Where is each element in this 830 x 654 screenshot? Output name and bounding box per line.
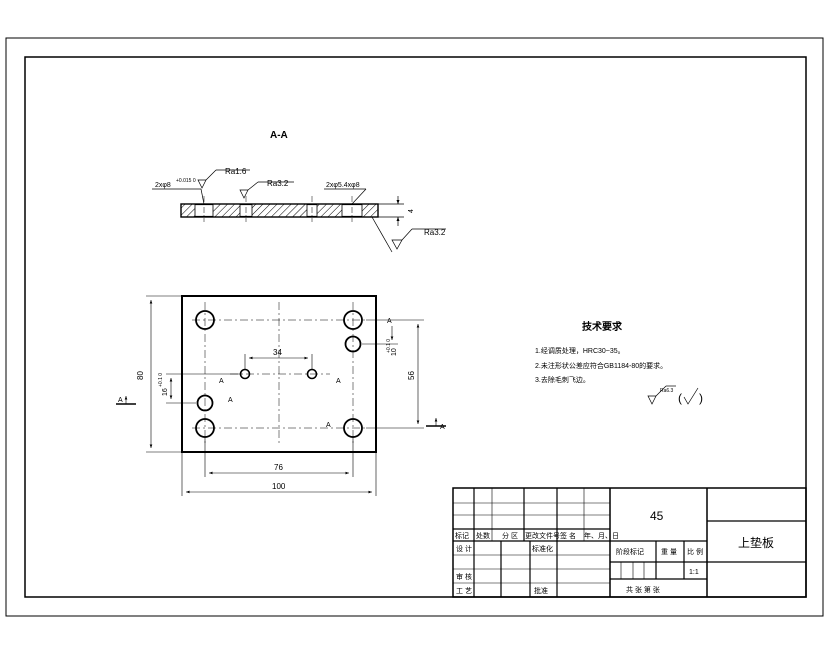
tech-line-2: 2.未注形状公差应符合GB1184-80的要求。 [535, 361, 667, 370]
tb-sheets-label: 共 张 第 张 [626, 585, 660, 594]
svg-text:): ) [699, 391, 703, 405]
hole-pin-right [344, 335, 362, 353]
hole-large-dim: 2xφ5.4xφ8 [326, 182, 360, 189]
general-roughness-label: Ra6.3 [660, 388, 674, 394]
width-total-dim: 100 [272, 482, 286, 491]
tb-approve: 批准 [534, 586, 548, 595]
thickness-dim: 4 [408, 209, 415, 213]
tb-hdr-count: 处数 [476, 531, 490, 540]
section-annotations [152, 169, 446, 253]
plan-dimensions [116, 295, 446, 496]
tb-hdr-sign: 签 名 [560, 531, 576, 540]
tb-material: 45 [650, 509, 664, 523]
tb-hdr-date: 年、月、日 [584, 531, 619, 540]
tb-hdr-doc: 更改文件号 [525, 531, 560, 540]
tb-standard: 标准化 [532, 544, 553, 553]
roughness-ra16: Ra1.6 [225, 167, 247, 176]
roughness-ra32-top: Ra3.2 [267, 179, 289, 188]
tb-scale-label: 比 例 [687, 547, 703, 556]
tb-review: 审 核 [456, 572, 472, 581]
section-mark-inner-5: A [387, 318, 392, 325]
section-mark-inner-1: A [219, 378, 224, 385]
height-inner-dim: 56 [407, 371, 416, 380]
hole-corner-tl [195, 310, 215, 330]
section-mark-right: A [440, 424, 445, 431]
general-roughness-symbol: ( ) [647, 385, 703, 405]
tb-weight-label: 重 量 [661, 548, 677, 556]
section-title: A-A [270, 130, 288, 141]
inner-border [24, 56, 807, 598]
section-plate [180, 203, 379, 218]
tech-line-3: 3.去除毛刺飞边。 [535, 375, 590, 384]
outer-border [5, 37, 824, 617]
tb-scale: 1:1 [689, 569, 699, 576]
section-mark-inner-4: A [326, 422, 331, 429]
section-mark-inner-3: A [228, 397, 233, 404]
offset-right-tol: +0.1 0 [386, 339, 392, 353]
spacing-dim: 34 [273, 348, 282, 357]
roughness-ra32-side: Ra3.2 [424, 228, 446, 237]
section-view [180, 196, 379, 222]
height-total-dim: 80 [136, 371, 145, 380]
hole-small-dim: 2xφ8 [155, 182, 171, 189]
offset-left-dim: 16 [162, 388, 169, 396]
offset-left-tol: +0.1 0 [158, 373, 164, 387]
svg-text:(: ( [678, 391, 682, 405]
hole-small-tol: +0.015 0 [176, 178, 196, 184]
title-block [452, 487, 807, 598]
width-inner-dim: 76 [274, 463, 283, 472]
tb-hdr-zone: 分 区 [502, 531, 518, 540]
offset-right-dim: 10 [391, 348, 398, 356]
section-mark-left: A [118, 397, 123, 404]
tb-part-name: 上垫板 [738, 535, 774, 550]
tb-process: 工 艺 [456, 587, 472, 595]
tb-stage-label: 阶段标记 [616, 547, 644, 556]
tb-design: 设 计 [456, 544, 472, 553]
tb-hdr-mark: 标记 [455, 531, 469, 540]
hole-corner-tr [343, 310, 363, 330]
hole-pin-left [196, 394, 214, 412]
tech-line-1: 1.经调质处理，HRC30~35。 [535, 346, 625, 355]
section-mark-inner-2: A [336, 378, 341, 385]
tech-title: 技术要求 [582, 320, 623, 333]
